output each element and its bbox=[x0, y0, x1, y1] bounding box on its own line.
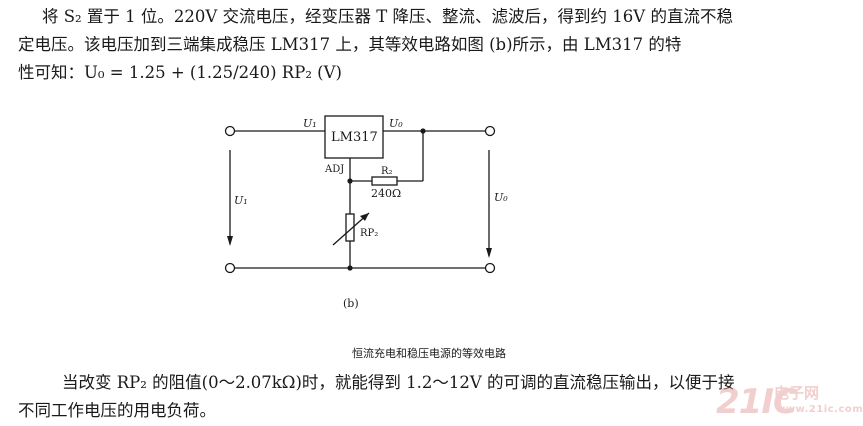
pin-adj-label: ADJ bbox=[324, 164, 344, 175]
output-terminal-top bbox=[484, 125, 496, 137]
paragraph2-line1: 当改变 RP₂ 的阻值(0～2.07kΩ)时，就能得到 1.2～12V 的可调的… bbox=[62, 373, 735, 392]
junction-adj bbox=[347, 178, 353, 184]
pin-out-label: U₀ bbox=[389, 117, 403, 130]
output-arrowhead bbox=[486, 248, 492, 258]
output-voltage-label: U₀ bbox=[494, 191, 508, 204]
circuit-diagram: LM317 U₁ U₀ ADJ R₂ 240Ω RP₂ U₁ U₀ (b) bbox=[224, 115, 508, 310]
paragraph1-line1: 将 S₂ 置于 1 位。220V 交流电压，经变压器 T 降压、整流、滤波后，得… bbox=[42, 7, 733, 26]
subfigure-label: (b) bbox=[343, 297, 359, 310]
watermark-sub: 电子网 bbox=[774, 384, 820, 402]
input-terminal-top bbox=[224, 125, 236, 137]
watermark-main: 21IC bbox=[716, 382, 798, 422]
junction-ground bbox=[347, 265, 353, 271]
input-terminal-bottom bbox=[224, 262, 236, 274]
watermark-url: www.21ic.com bbox=[776, 404, 863, 415]
rp2-arrowhead bbox=[360, 213, 369, 221]
figure-caption: 恒流充电和稳压电源的等效电路 bbox=[352, 347, 506, 360]
input-voltage-label: U₁ bbox=[234, 194, 248, 207]
watermark-logo: 21IC 电子网 www.21ic.com bbox=[716, 382, 863, 422]
r2-value-label: 240Ω bbox=[371, 187, 401, 200]
rp2-label: RP₂ bbox=[360, 228, 378, 239]
paragraph2-line2: 不同工作电压的用电负荷。 bbox=[18, 401, 216, 420]
output-terminal-bottom bbox=[484, 262, 496, 274]
ic-label: LM317 bbox=[331, 130, 378, 145]
junction-output bbox=[420, 128, 426, 134]
input-arrowhead bbox=[227, 236, 233, 246]
r2-name-label: R₂ bbox=[381, 166, 393, 177]
pin-in-label: U₁ bbox=[303, 117, 317, 130]
paragraph1-line3: 性可知：U₀ = 1.25 + (1.25/240) RP₂ (V) bbox=[18, 63, 342, 82]
lm317-ic bbox=[324, 115, 384, 159]
paragraph1-line2: 定电压。该电压加到三端集成稳压 LM317 上，其等效电路如图 (b)所示，由 … bbox=[18, 35, 682, 54]
r2-resistor bbox=[371, 176, 398, 186]
